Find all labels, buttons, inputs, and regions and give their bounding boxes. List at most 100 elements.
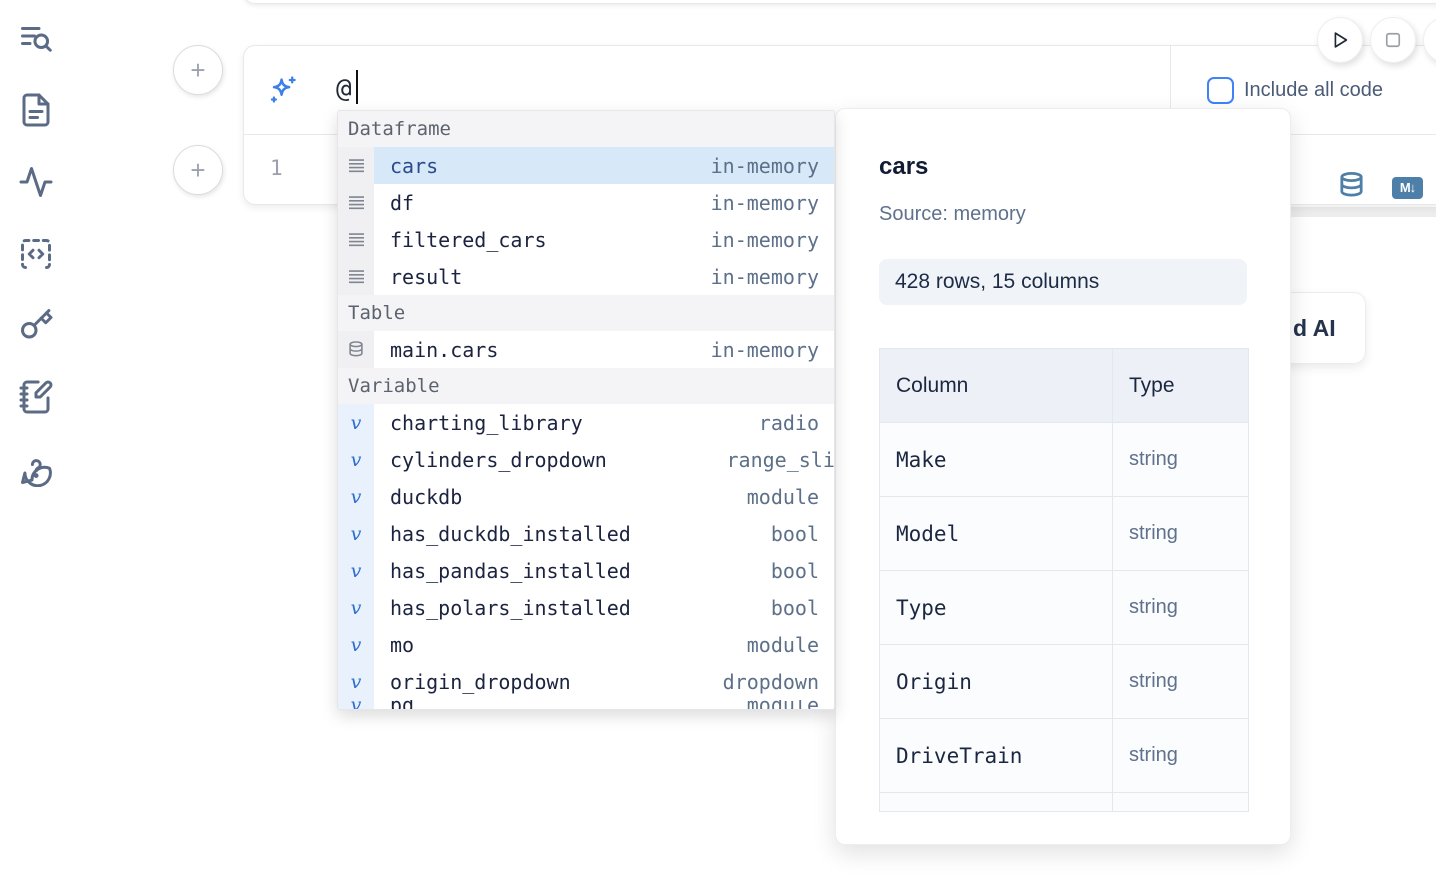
autocomplete-item-name: df [390,190,415,215]
variable-icon: v [338,552,374,589]
add-cell-below-button[interactable]: + [173,145,223,195]
autocomplete-item[interactable]: v has_pandas_installed bool [338,552,834,589]
autocomplete-item-name: cars [390,153,439,178]
variable-icon: v [338,441,374,478]
variable-icon: v [338,700,374,709]
autocomplete-item-name: origin_dropdown [390,669,571,694]
column-name-cell: Origin [880,645,1113,719]
autocomplete-item-type: bool [770,595,819,620]
autocomplete-item-name: has_pandas_installed [390,558,631,583]
autocomplete-item-name: pd [390,700,414,709]
autocomplete-item-type: module [746,632,819,657]
add-cell-above-button[interactable]: + [173,45,223,95]
column-type-cell: string [1113,497,1248,571]
autocomplete-section-header: Dataframe [338,111,834,147]
autocomplete-item-name: cylinders_dropdown [390,447,607,472]
autocomplete-item[interactable]: v charting_library radio [338,404,834,441]
column-name-cell: Model [880,497,1113,571]
autocomplete-item[interactable]: v pd module [338,700,834,709]
autocomplete-item-name: charting_library [390,410,583,435]
activity-icon[interactable] [18,164,54,200]
dataframe-preview-panel: cars Source: memory 428 rows, 15 columns… [835,108,1291,845]
variable-icon: v [338,478,374,515]
divider [1170,46,1171,135]
column-type-cell: Type [1113,349,1248,423]
key-icon[interactable] [18,307,54,343]
preview-shape-badge: 428 rows, 15 columns [879,259,1247,305]
rows-icon [338,147,374,184]
variable-icon: v [338,626,374,663]
autocomplete-item[interactable]: v origin_dropdown dropdown [338,663,834,700]
help-chat-icon[interactable] [18,451,54,488]
rows-icon [338,258,374,295]
autocomplete-item-name: mo [390,632,415,657]
autocomplete-item-name: filtered_cars [390,227,547,252]
toc-search-icon[interactable] [18,21,54,57]
autocomplete-section-header: Table [338,295,834,331]
variable-icon: v [338,404,374,441]
autocomplete-item-type: radio [758,410,819,435]
preview-source: Source: memory [879,203,1026,225]
autocomplete-item-name: result [390,264,463,289]
column-type-cell: string [1113,423,1248,497]
left-sidebar [0,0,72,874]
autocomplete-item-type: bool [770,558,819,583]
run-cell-button[interactable] [1317,17,1363,63]
variable-icon: v [338,589,374,626]
file-icon[interactable] [18,92,54,128]
autocomplete-item[interactable]: v has_polars_installed bool [338,589,834,626]
autocomplete-item-type: in-memory [710,227,819,252]
database-icon [338,331,374,368]
column-type-cell: string [1113,571,1248,645]
autocomplete-section-header: Variable [338,368,834,404]
autocomplete-item-name: has_duckdb_installed [390,521,631,546]
autocomplete-item[interactable]: cars in-memory [338,147,834,184]
markdown-icon[interactable]: M↓ [1392,177,1423,199]
include-all-code-checkbox[interactable] [1207,77,1234,104]
autocomplete-item-type: range_slider [726,447,835,472]
autocomplete-item-type: in-memory [710,153,819,178]
column-name-cell: DriveTrain [880,719,1113,793]
snippets-code-icon[interactable] [18,236,54,272]
autocomplete-item-type: in-memory [710,337,819,362]
sparkles-icon [266,74,300,108]
autocomplete-item[interactable]: result in-memory [338,258,834,295]
autocomplete-item[interactable]: filtered_cars in-memory [338,221,834,258]
column-name-cell: Type [880,571,1113,645]
autocomplete-item-type: in-memory [710,264,819,289]
autocomplete-item[interactable]: v cylinders_dropdown range_slider [338,441,834,478]
autocomplete-item-name: duckdb [390,484,463,509]
table-row-clipped [880,793,1248,811]
ai-prompt-input[interactable]: @ [336,74,352,104]
column-name-cell: Column [880,349,1113,423]
column-type-cell: string [1113,719,1248,793]
column-type-cell: string [1113,645,1248,719]
rows-icon [338,184,374,221]
stop-icon [1385,32,1401,48]
variable-icon: v [338,663,374,700]
autocomplete-item-type: bool [770,521,819,546]
autocomplete-item-type: module [747,700,834,709]
column-type-cell [1113,793,1248,811]
database-icon[interactable] [1337,171,1366,201]
autocomplete-item-name: has_polars_installed [390,595,631,620]
preview-title: cars [879,153,929,180]
column-name-cell: Make [880,423,1113,497]
autocomplete-item-type: module [746,484,819,509]
stop-button[interactable] [1370,17,1416,63]
autocomplete-item-type: dropdown [722,669,819,694]
text-caret [356,70,358,104]
notebook-pen-icon[interactable] [18,379,54,415]
include-all-code-label: Include all code [1244,79,1383,101]
